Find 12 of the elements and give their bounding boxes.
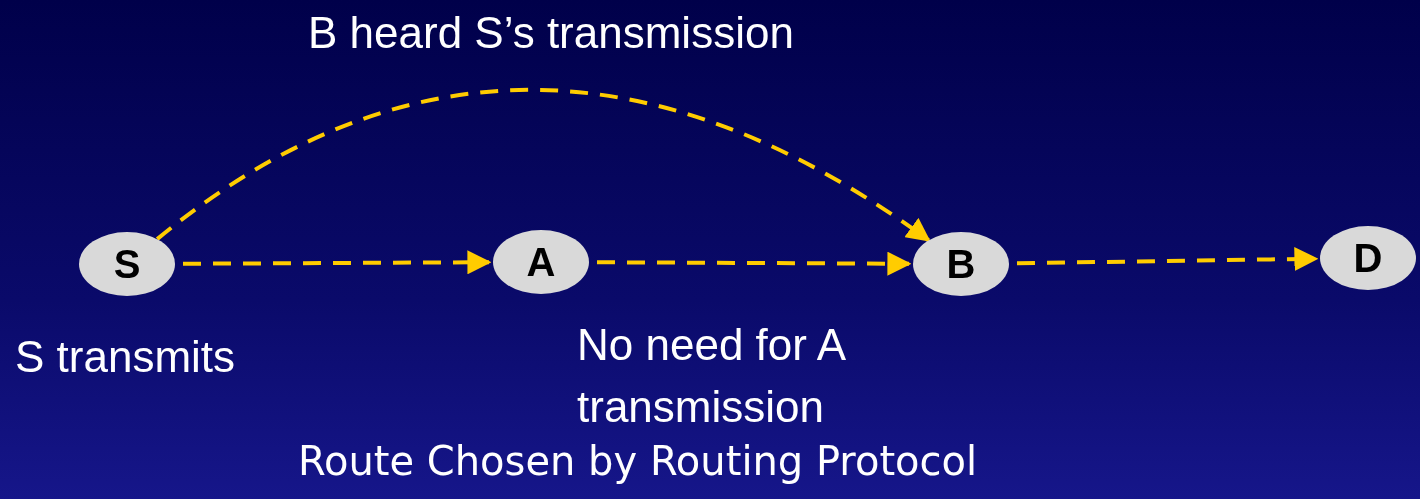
annotation-text: No need for A transmission <box>577 319 846 433</box>
dashed-arrow <box>155 88 931 242</box>
node-ellipse: D <box>1320 226 1416 290</box>
node-ellipse: S <box>79 232 175 296</box>
dashed-arrow <box>597 251 912 276</box>
node-caption: S transmits <box>15 331 237 383</box>
dashed-arrow <box>183 250 492 275</box>
dashed-arrow <box>1016 247 1319 272</box>
node-ellipse: A <box>493 230 589 294</box>
node-ellipse: B <box>913 232 1009 296</box>
caption: Route Chosen by Routing Protocol <box>298 438 978 484</box>
annotation-text: B heard S’s transmission <box>308 7 795 59</box>
